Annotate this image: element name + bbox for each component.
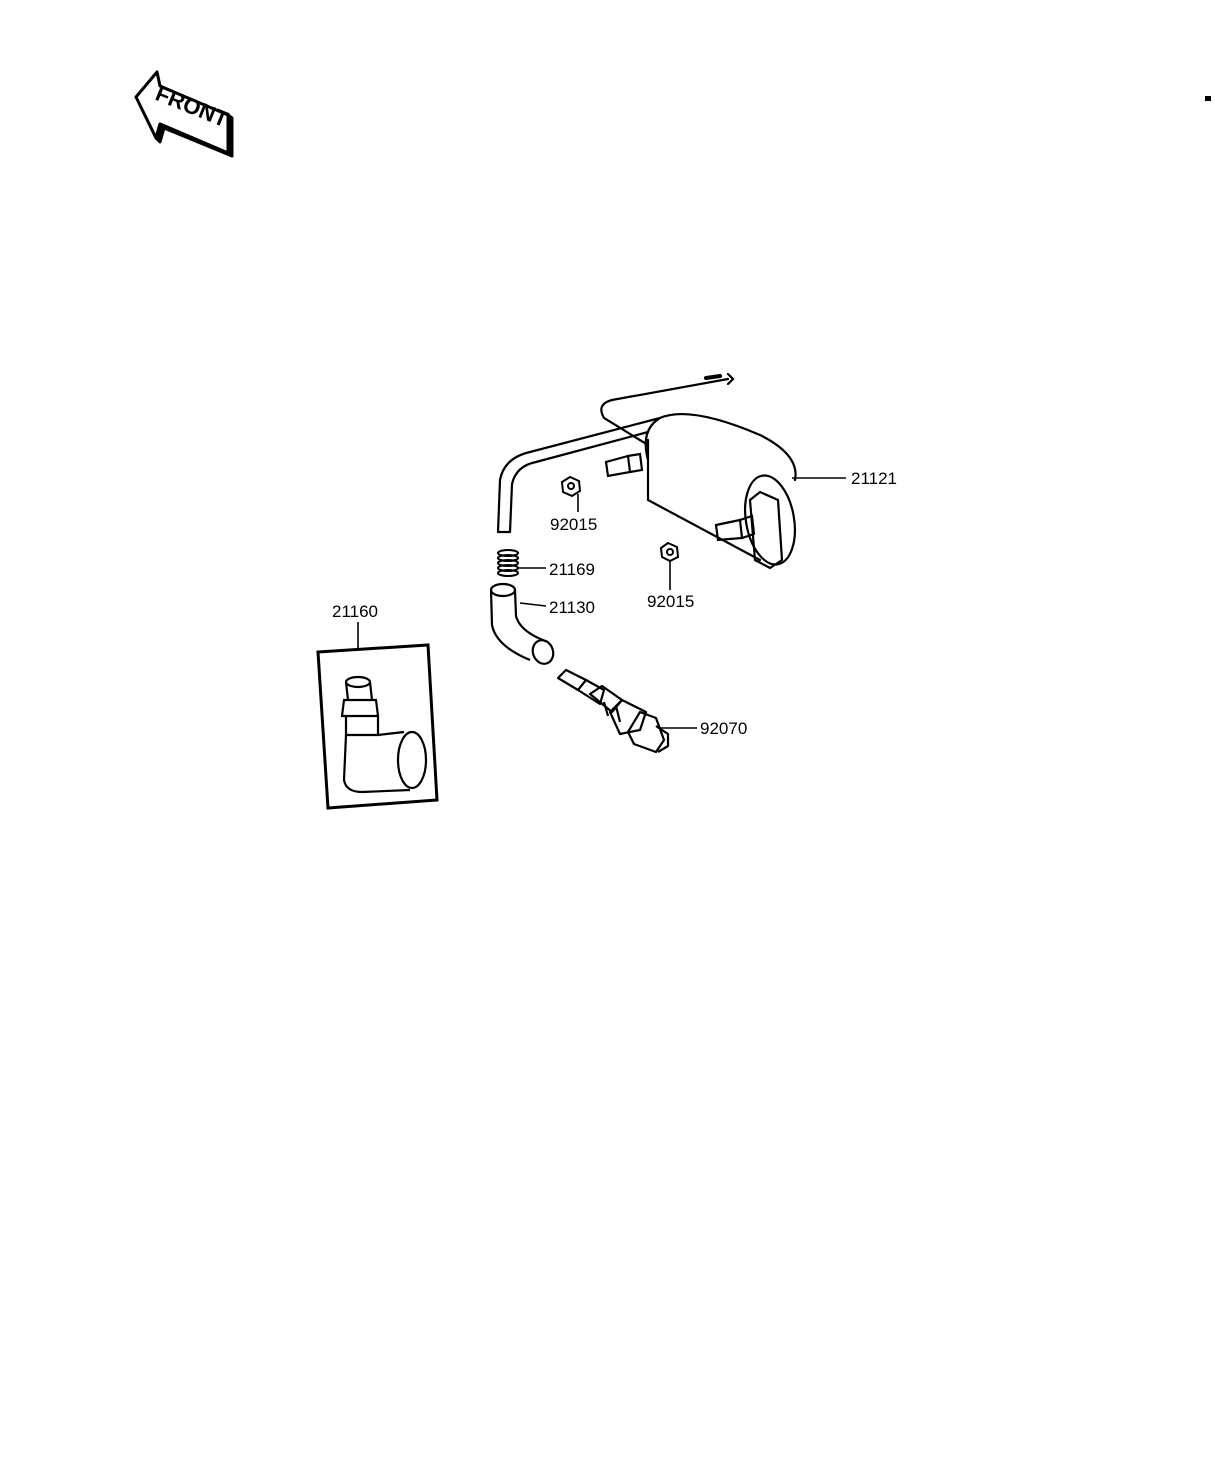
part-label-92015-right: 92015	[647, 592, 695, 611]
print-mark	[1205, 96, 1211, 101]
part-label-21130: 21130	[549, 598, 596, 617]
boot-assembly-frame	[316, 643, 439, 810]
part-label-21160: 21160	[332, 602, 379, 621]
part-label-92070: 92070	[700, 719, 748, 738]
part-label-21169: 21169	[549, 560, 596, 579]
spark-plug	[556, 668, 670, 754]
part-label-21121: 21121	[851, 469, 898, 488]
nut-92015-top	[560, 475, 582, 498]
part-label-92015-top: 92015	[550, 515, 598, 534]
front-arrow-icon: FRONT	[134, 70, 234, 158]
spring	[497, 549, 519, 577]
leader-lines	[357, 477, 846, 729]
ignition-coil	[496, 372, 797, 570]
nut-92015-right	[659, 541, 680, 563]
plug-boot	[489, 582, 555, 665]
